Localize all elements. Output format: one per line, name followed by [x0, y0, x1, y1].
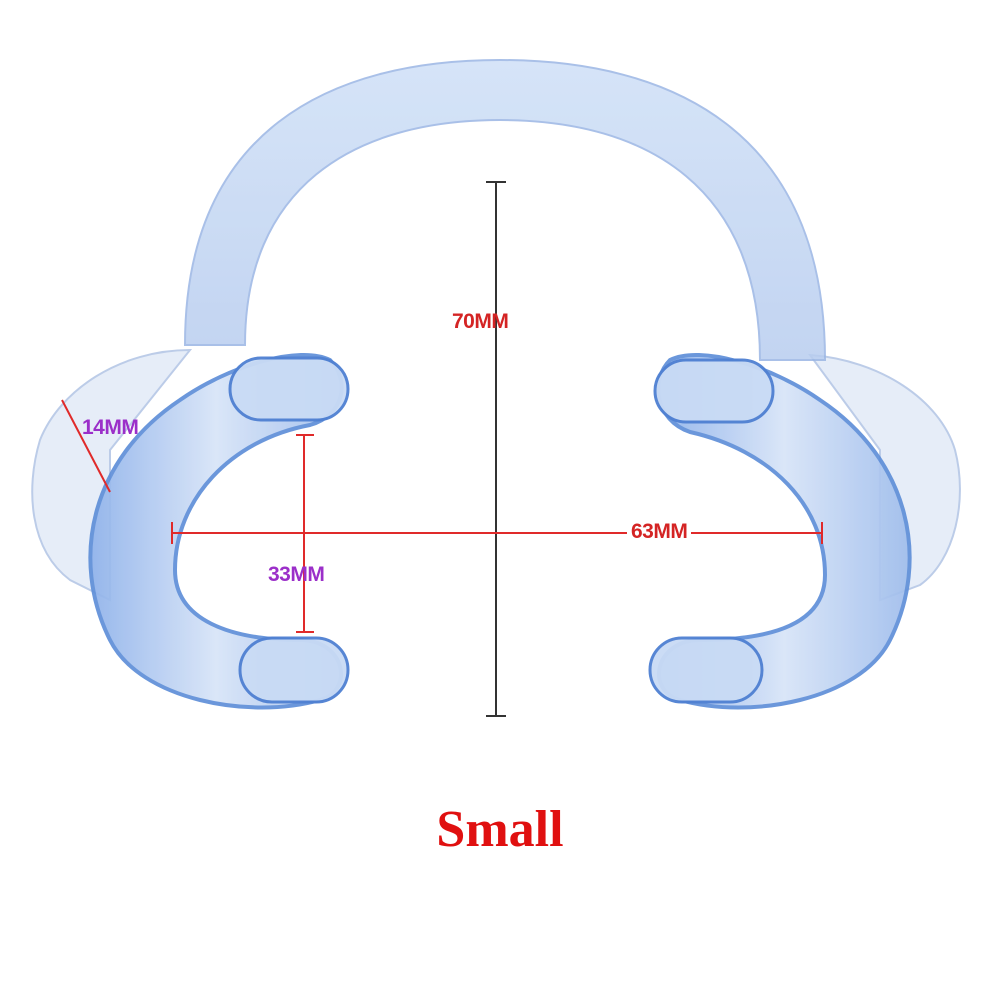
- left-flange: [31, 348, 193, 602]
- flange-dimension-label: 14MM: [82, 416, 139, 439]
- size-caption: Small: [436, 801, 564, 858]
- right-lip-end: [648, 636, 764, 704]
- left-lip-end: [238, 636, 350, 704]
- arch-bridge: [183, 58, 827, 361]
- left-arm-end: [228, 356, 350, 422]
- right-arm-end: [653, 358, 775, 424]
- lip-height-dimension-label: 33MM: [268, 563, 325, 586]
- width-dimension-label: 63MM: [627, 520, 692, 544]
- flange-measure-line: [61, 399, 111, 493]
- height-dimension-label: 70MM: [452, 310, 509, 333]
